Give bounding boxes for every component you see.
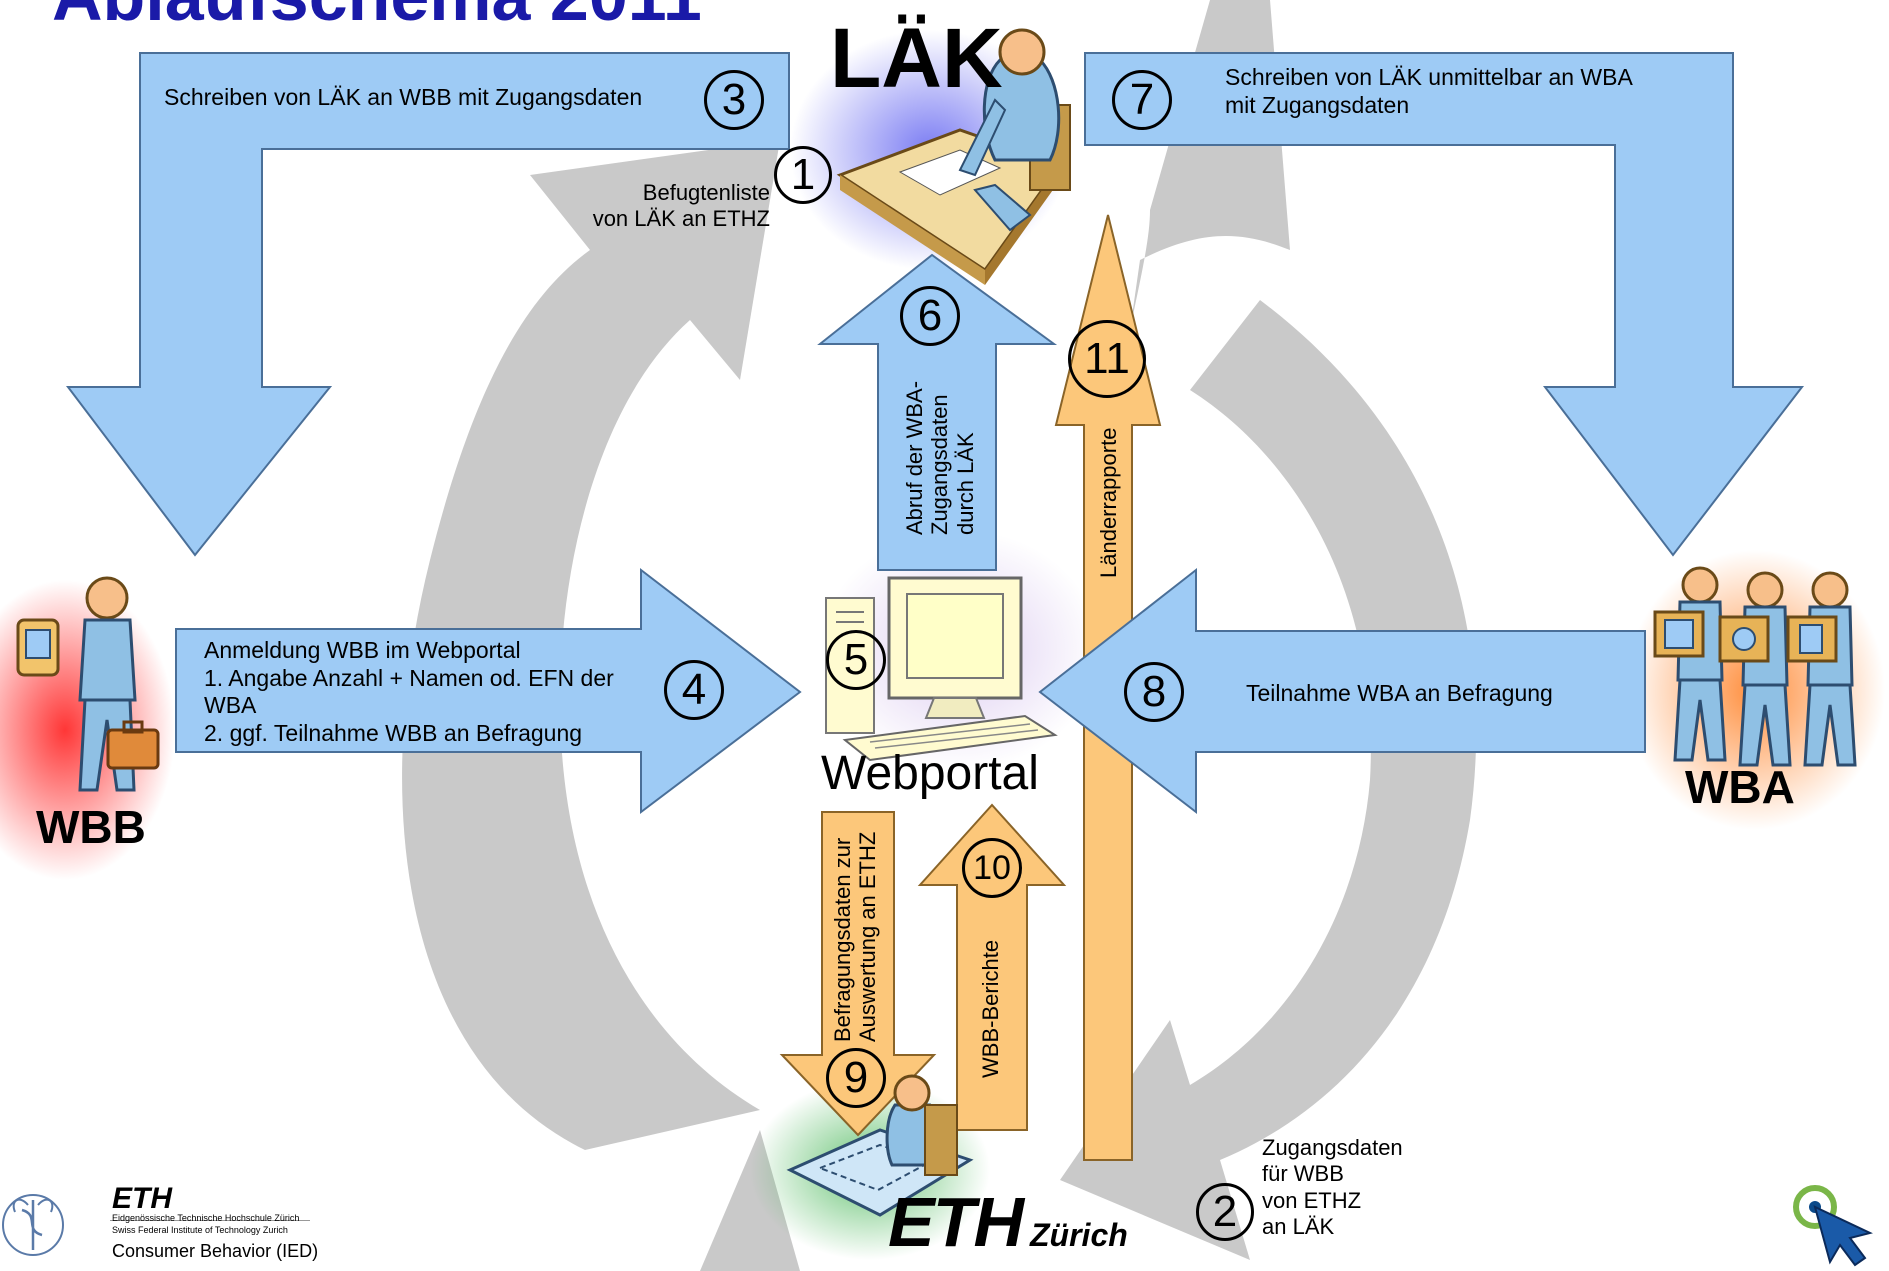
step-9-number: 9 (826, 1048, 886, 1108)
step-6-number: 6 (900, 286, 960, 346)
footer-eth-line-1: Eidgenössische Technische Hochschule Zür… (112, 1213, 300, 1223)
step-8-text: Teilnahme WBA an Befragung (1246, 680, 1553, 706)
step-2-line-3: von ETHZ (1262, 1187, 1362, 1213)
step-6-line-3: durch LÄK (952, 432, 978, 535)
arrow-step-7 (1084, 52, 1805, 557)
arrow-step-6 (817, 253, 1058, 571)
step-9-line-1: Befragungsdaten zur (830, 837, 855, 1042)
blue-arrows (65, 52, 1805, 815)
step-2-text: Zugangsdaten für WBB von ETHZ an LÄK (1262, 1135, 1403, 1241)
aerztekammer-seal-icon (2, 1194, 64, 1256)
step-11-text: Länderrapporte (1096, 427, 1121, 578)
step-3-text: Schreiben von LÄK an WBB mit Zugangsdate… (164, 84, 643, 110)
page-title: Ablaufschema 2011 (52, 0, 702, 36)
step-4-line-3: WBA (204, 692, 257, 719)
computer-icon (825, 576, 1058, 762)
step-1-text: Befugtenliste von LÄK an ETHZ (560, 180, 770, 233)
eth-zurich-logo-eth: ETH (888, 1183, 1024, 1261)
laek-label: LÄK (830, 11, 1003, 105)
step-6-line-2: Zugangsdaten (927, 394, 953, 535)
step-5-number: 5 (826, 630, 886, 690)
step-8-number: 8 (1124, 662, 1184, 722)
step-2-line-1: Zugangsdaten (1262, 1135, 1403, 1160)
wba-label: WBA (1685, 761, 1795, 813)
step-7-number: 7 (1112, 70, 1172, 130)
step-1-number: 1 (774, 146, 832, 204)
step-1-line-2: von LÄK an ETHZ (592, 206, 770, 232)
arrow-step-8 (1038, 567, 1646, 815)
cycle-segment-left (402, 140, 780, 1150)
eth-clerk-icon (786, 1074, 974, 1217)
footer-eth-line-2: Swiss Federal Institute of Technology Zu… (112, 1225, 288, 1235)
step-6-text: Abruf der WBA- Zugangsdaten durch LÄK (902, 381, 978, 535)
step-9-line-2: Auswertung an ETHZ (855, 831, 881, 1042)
arrow-step-3 (65, 52, 790, 557)
cycle-segment-top (1130, 0, 1290, 330)
eth-footer-divider (110, 1220, 310, 1221)
step-4-line-1: Anmeldung WBB im Webportal (204, 637, 521, 663)
step-6-line-1: Abruf der WBA- (902, 380, 927, 535)
step-2-number: 2 (1196, 1183, 1254, 1241)
step-3-number: 3 (704, 70, 764, 130)
footer-dept: Consumer Behavior (IED) (112, 1241, 319, 1261)
arrow-step-10 (917, 803, 1067, 1131)
footer-eth-logo: ETH (112, 1182, 172, 1215)
step-4-number: 4 (664, 660, 724, 720)
laek-clerk-icon (836, 28, 1071, 285)
step-2-line-4: an LÄK (1262, 1214, 1335, 1240)
step-7-text: Schreiben von LÄK unmittelbar an WBA mit… (1225, 64, 1633, 119)
wbb-label: WBB (36, 801, 146, 853)
cycle-segment-bottom (700, 1130, 800, 1271)
step-2-line-2: für WBB (1262, 1161, 1344, 1187)
step-4-line-4: 2. ggf. Teilnahme WBB an Befragung (204, 719, 583, 746)
step-7-line-1: Schreiben von LÄK unmittelbar an WBA (1225, 64, 1633, 90)
step-10-text: WBB-Berichte (978, 939, 1003, 1078)
step-4-line-2: 1. Angabe Anzahl + Namen od. EFN der (204, 664, 614, 691)
step-7-line-2: mit Zugangsdaten (1225, 91, 1410, 118)
eth-zurich-logo-zurich: Zürich (1030, 1217, 1128, 1253)
cycle-segment-right (1060, 300, 1477, 1260)
step-9-text: Befragungsdaten zur Auswertung an ETHZ (830, 832, 881, 1042)
step-4-text: Anmeldung WBB im Webportal 1. Angabe Anz… (204, 637, 614, 747)
step-11-number: 11 (1068, 320, 1146, 398)
wba-group-icon (1653, 566, 1857, 767)
arrow-step-4 (175, 567, 802, 815)
cursor-logo-icon (1793, 1185, 1873, 1267)
wbb-person-icon (16, 576, 160, 792)
webportal-label: Webportal (821, 747, 1039, 800)
step-10-number: 10 (962, 838, 1022, 898)
step-1-line-1: Befugtenliste (642, 180, 770, 205)
